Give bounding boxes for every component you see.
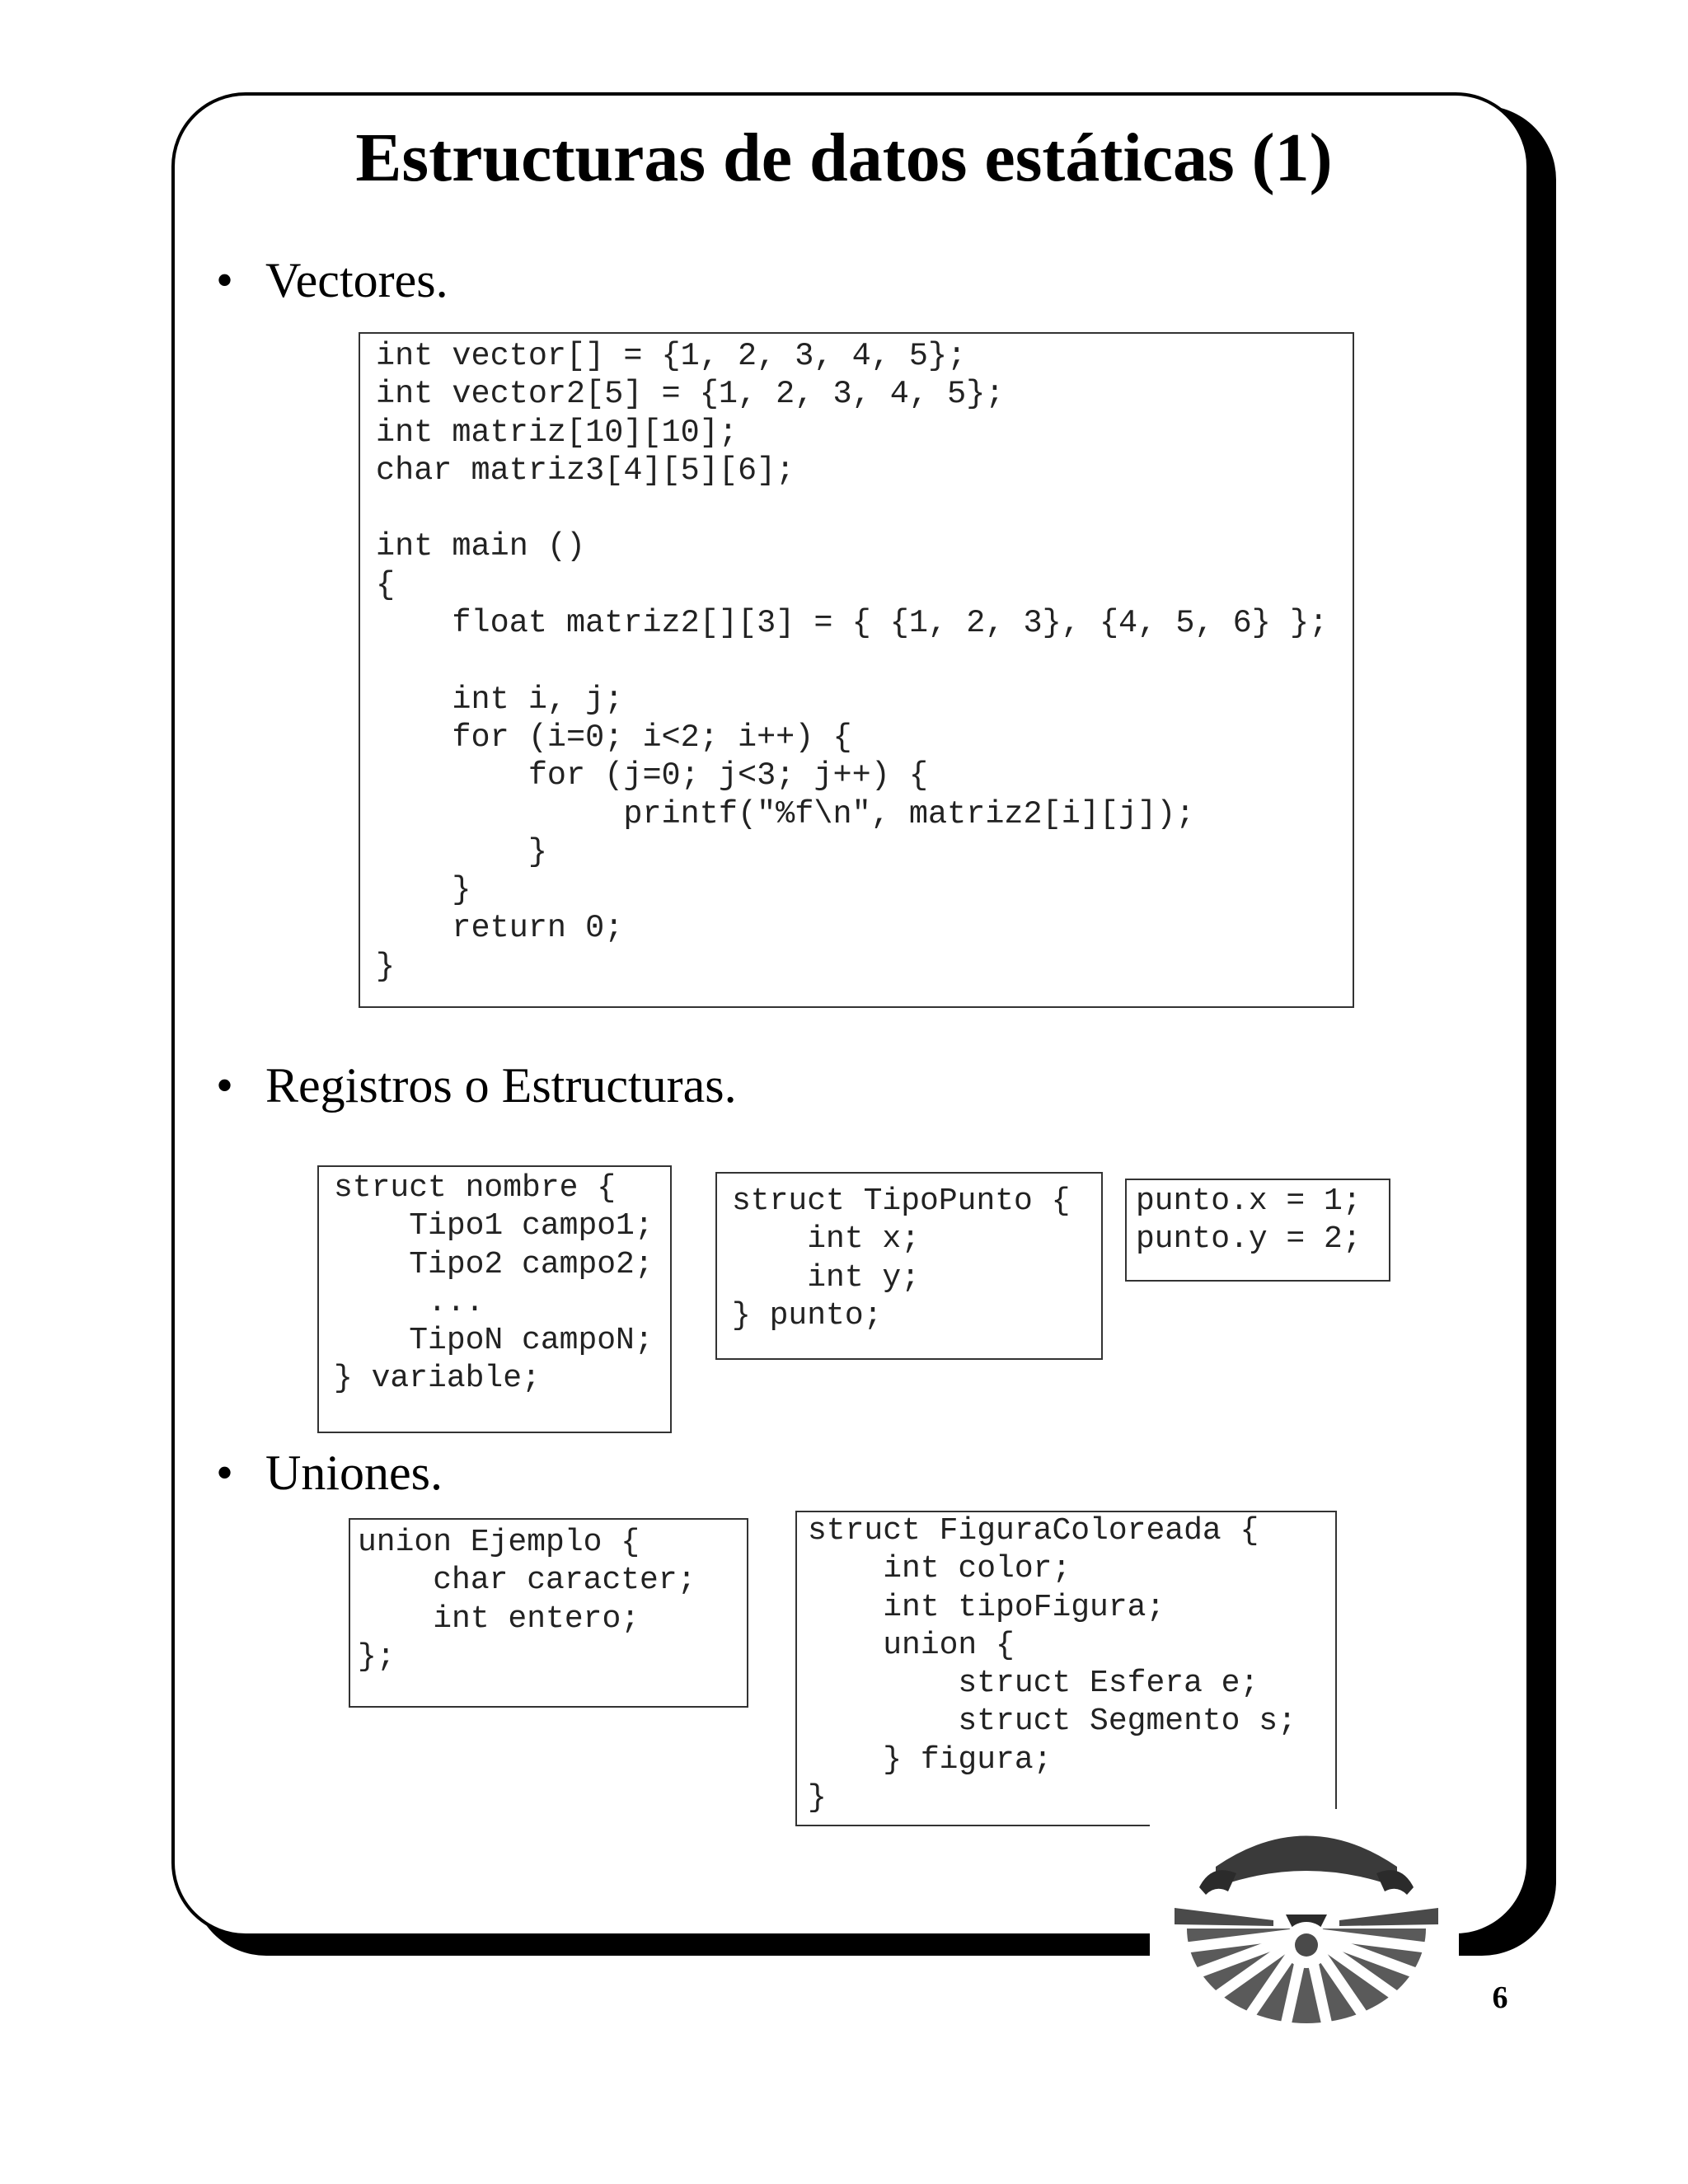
bullet-dot: • bbox=[216, 1058, 234, 1113]
bullet-label: Uniones. bbox=[265, 1446, 443, 1500]
code-block-struct-figura: struct FiguraColoreada { int color; int … bbox=[795, 1511, 1337, 1826]
code-block-punto-assign: punto.x = 1; punto.y = 2; bbox=[1125, 1179, 1390, 1282]
page-number: 6 bbox=[1492, 1980, 1508, 2015]
slide-title: Estructuras de datos estáticas (1) bbox=[355, 120, 1333, 196]
code-block-union-ejemplo: union Ejemplo { char caracter; int enter… bbox=[349, 1518, 748, 1708]
code-block-struct-punto: struct TipoPunto { int x; int y; } punto… bbox=[715, 1172, 1103, 1360]
bullet-label: Vectores. bbox=[265, 253, 448, 307]
university-seal-icon: NAC LUCE bbox=[1150, 1808, 1459, 2036]
bullet-dot: • bbox=[216, 253, 234, 307]
code-block-vectores: int vector[] = {1, 2, 3, 4, 5}; int vect… bbox=[359, 332, 1354, 1008]
code-block-struct-generic: struct nombre { Tipo1 campo1; Tipo2 camp… bbox=[317, 1165, 672, 1433]
bullet-dot: • bbox=[216, 1446, 234, 1500]
bullet-label: Registros o Estructuras. bbox=[265, 1058, 737, 1113]
